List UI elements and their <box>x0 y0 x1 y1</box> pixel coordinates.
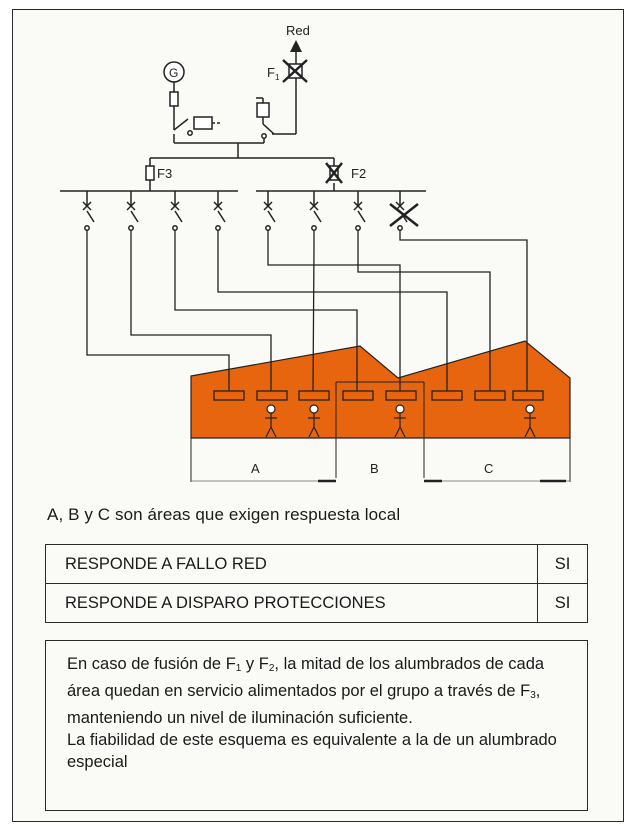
building-area-shape <box>190 340 571 439</box>
area-label-b: B <box>370 461 379 476</box>
fuse-f3-symbol <box>145 158 155 191</box>
person-icon <box>265 404 277 438</box>
response-table: RESPONDE A FALLO RED SI RESPONDE A DISPA… <box>45 544 588 623</box>
area-label-c: C <box>484 461 493 476</box>
person-icon <box>308 404 320 438</box>
table-row: RESPONDE A FALLO RED SI <box>45 544 588 584</box>
response-value: SI <box>537 544 588 584</box>
area-label-a: A <box>251 461 260 476</box>
zone-dividers <box>335 381 425 478</box>
explanation-box: En caso de fusión de F1 y F2, la mitad d… <box>45 640 588 811</box>
wiring-diagram: Red F1 G <box>60 23 571 483</box>
response-value: SI <box>537 583 588 623</box>
person-icons <box>265 404 536 438</box>
zone-baseline <box>190 438 571 483</box>
transfer-switch <box>150 97 334 159</box>
fuse-f2-label: F2 <box>351 166 366 181</box>
fuse-f2-symbol <box>325 158 343 191</box>
generator-symbol: G <box>169 66 178 80</box>
luminaires <box>213 390 544 401</box>
person-icon <box>394 404 406 438</box>
explanation-paragraph: En caso de fusión de F1 y F2, la mitad d… <box>67 655 545 727</box>
fuse-f1-label: F1 <box>267 65 280 82</box>
fuse-f3-label: F3 <box>157 166 172 181</box>
response-label: RESPONDE A DISPARO PROTECCIONES <box>45 583 538 623</box>
explanation-conclusion: La fiabilidad de este esquema es equival… <box>67 731 557 771</box>
person-icon <box>524 404 536 438</box>
breakers-right <box>263 191 419 231</box>
feeder-lines <box>86 230 528 392</box>
table-row: RESPONDE A DISPARO PROTECCIONES SI <box>45 583 588 623</box>
breakers-left <box>82 191 226 231</box>
response-label: RESPONDE A FALLO RED <box>45 544 538 584</box>
fuse-f1-symbol <box>282 59 308 83</box>
network-label: Red <box>286 23 310 38</box>
generator: G <box>163 61 185 112</box>
areas-caption: A, B y C son áreas que exigen respuesta … <box>47 505 401 524</box>
